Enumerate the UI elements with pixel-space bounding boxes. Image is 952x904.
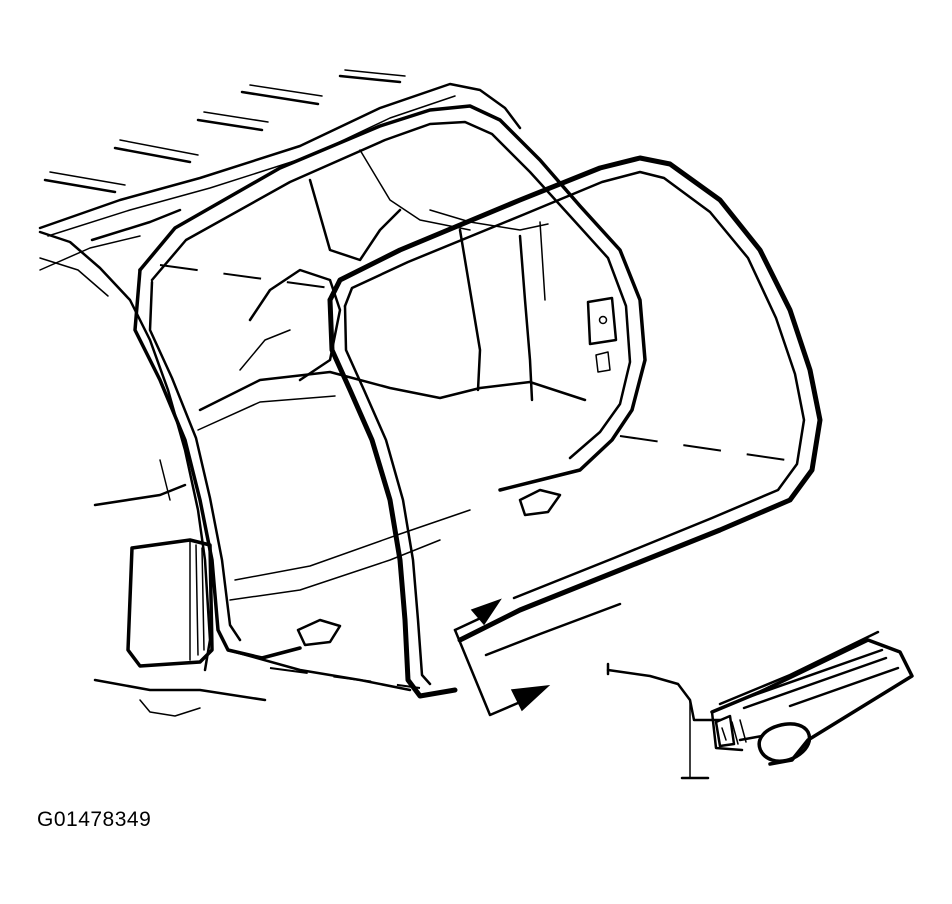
alignment-lines [159,264,801,689]
arrow-head-upper [470,598,502,626]
figure-id-label: G01478349 [37,808,152,831]
seal-cross-section-detail [606,630,914,780]
vehicle-roof [38,69,522,271]
arrow-head-lower [510,685,551,712]
direction-arrows [453,598,551,717]
cargo-interior [197,149,618,647]
vehicle-body-left [38,230,267,717]
weatherstrip-seal [327,155,823,699]
tail-lamp [126,538,214,668]
door-opening-frame [133,104,647,692]
